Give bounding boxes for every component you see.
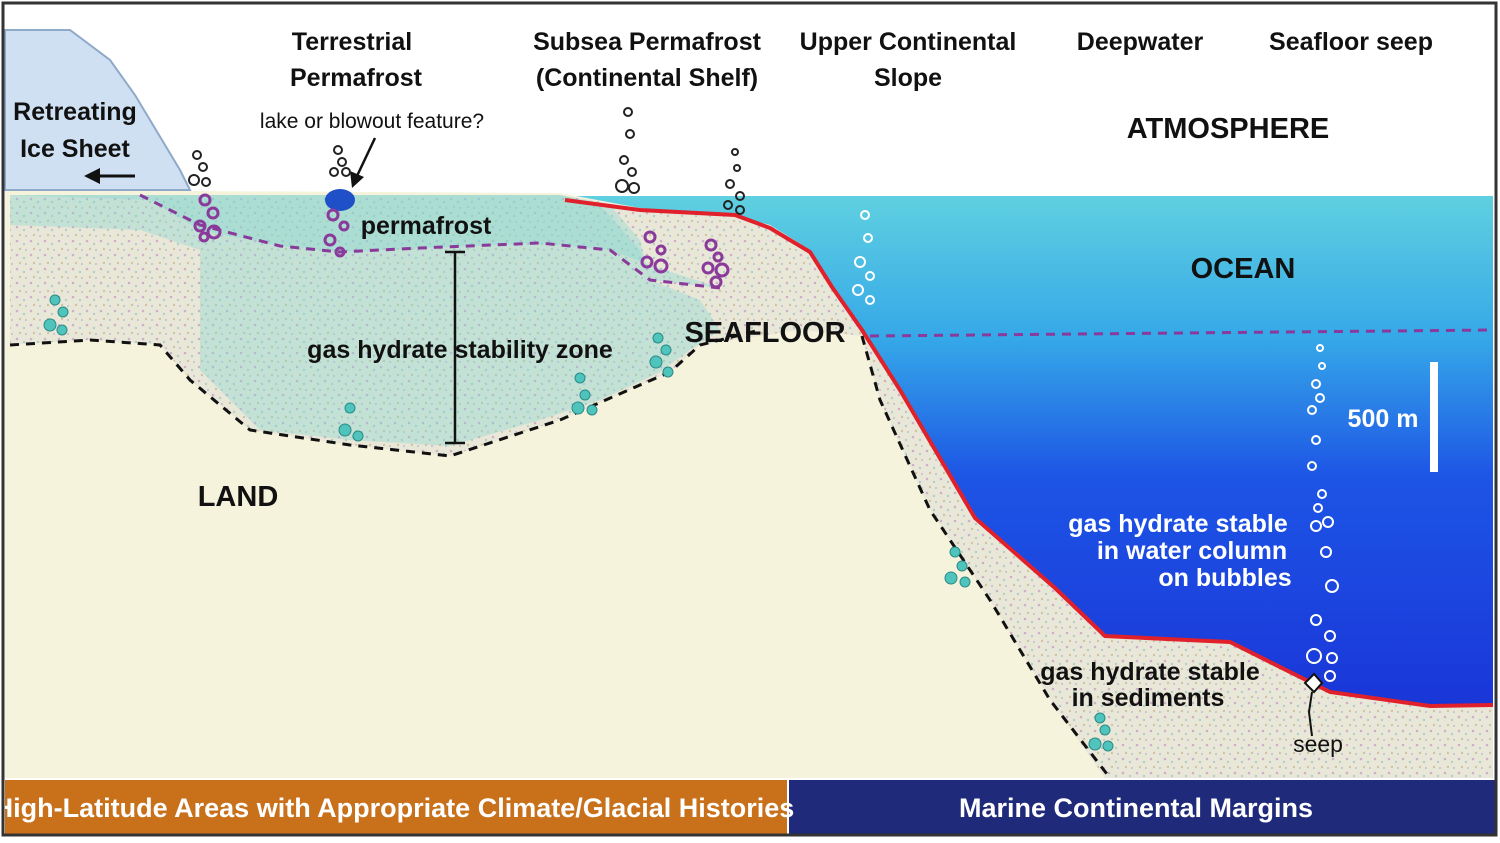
header-seafloor-seep: Seafloor seep [1269, 28, 1433, 56]
permafrost-base-line [139, 193, 721, 290]
header-terrestrial-line2: Permafrost [290, 64, 423, 92]
methane-bubbles-air [188, 107, 745, 215]
header-subsea-line2: (Continental Shelf) [536, 64, 758, 92]
label-ice-line2: Ice Sheet [20, 135, 130, 163]
lake-feature [325, 189, 355, 211]
ice-sheet [4, 29, 192, 191]
label-ice-line1: Retreating [13, 98, 137, 126]
label-water-hydrate-line1: gas hydrate stable [1068, 510, 1288, 538]
label-water-hydrate-line3: on bubbles [1158, 564, 1291, 592]
sediment-band [10, 195, 1493, 778]
seafloor-line [564, 198, 1494, 709]
label-ghsz: gas hydrate stability zone [307, 336, 613, 364]
footer-left-band [5, 780, 787, 834]
label-lake-feature: lake or blowout feature? [260, 110, 484, 133]
header-slope-line2: Slope [874, 64, 942, 92]
label-permafrost: permafrost [361, 212, 492, 240]
water-ghsz-line [869, 328, 1494, 338]
methane-bubbles-permafrost [193, 193, 730, 289]
seep-feature [1303, 672, 1324, 737]
atmosphere-area [5, 5, 1493, 195]
scale-bar [1430, 362, 1438, 472]
ice-retreat-arrow [84, 168, 135, 184]
label-sediment-hydrate-line1: gas hydrate stable [1040, 658, 1260, 686]
ocean-water [550, 196, 1493, 706]
ghsz-base-slope [860, 335, 1112, 779]
label-ocean: OCEAN [1191, 253, 1296, 285]
footer-right-band [789, 780, 1495, 834]
label-seafloor: SEAFLOOR [684, 317, 845, 349]
water-column-bubbles [852, 210, 1339, 682]
ghsz-thickness-bar [445, 250, 465, 445]
header-terrestrial-line1: Terrestrial [292, 28, 412, 56]
label-atmosphere: ATMOSPHERE [1127, 113, 1329, 145]
footer-left-label: High-Latitude Areas with Appropriate Cli… [0, 793, 794, 823]
hydrate-nodules [43, 294, 1114, 752]
label-land: LAND [198, 481, 279, 513]
label-sediment-hydrate-line2: in sediments [1072, 684, 1225, 712]
lake-pointer-arrow [350, 137, 377, 188]
header-subsea-line1: Subsea Permafrost [533, 28, 762, 56]
hydrate-zone-tint [10, 195, 720, 446]
header-slope-line1: Upper Continental [800, 28, 1017, 56]
label-water-hydrate-line2: in water column [1097, 537, 1287, 565]
header-deepwater: Deepwater [1077, 28, 1204, 56]
label-scale: 500 m [1348, 405, 1419, 433]
footer-right-label: Marine Continental Margins [959, 793, 1313, 823]
label-seep: seep [1293, 731, 1343, 757]
